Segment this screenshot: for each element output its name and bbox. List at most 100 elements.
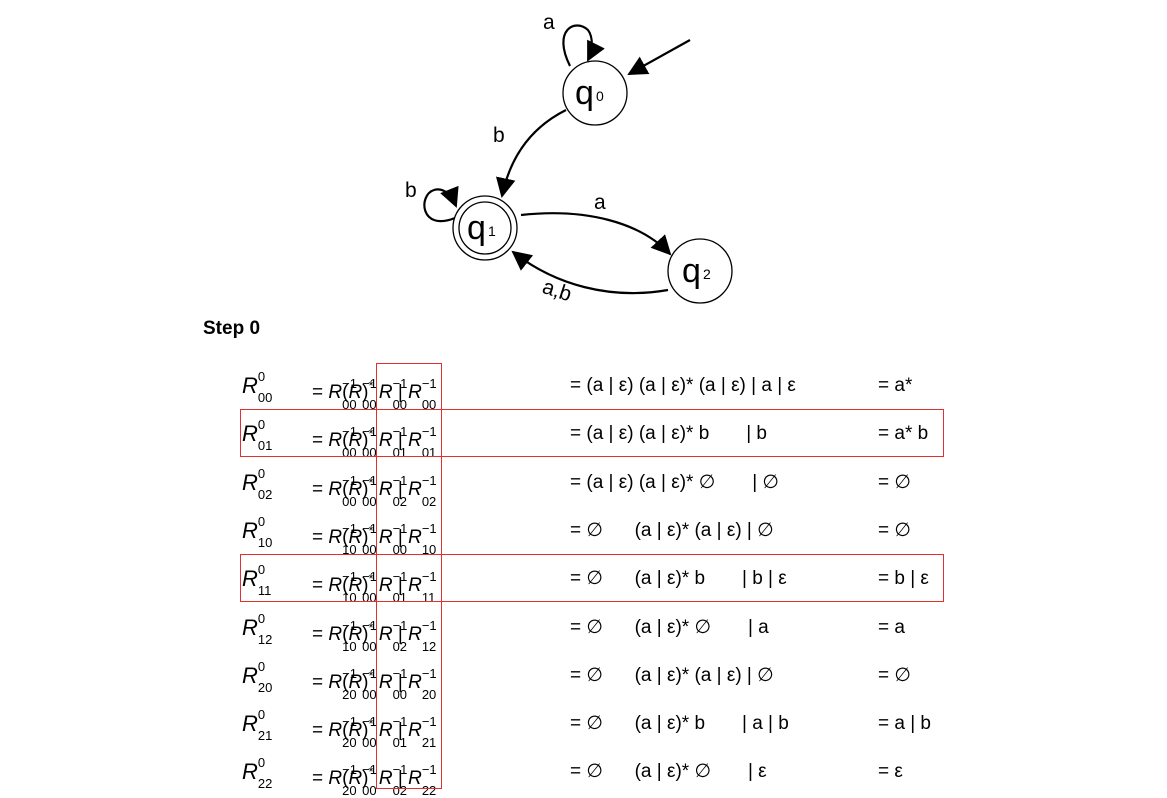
result: = ∅ — [878, 664, 911, 686]
label-q0-loop: a — [543, 11, 555, 34]
highlight-row-11-box — [240, 554, 944, 602]
label-q1-loop: b — [405, 179, 417, 202]
result: = ∅ — [878, 471, 911, 493]
label-q1-q2: a — [594, 191, 606, 214]
expansion: = (a | ε) (a | ε)* ∅ | ∅ — [570, 471, 779, 493]
expansion: = ∅ (a | ε)* b | b | ε — [570, 568, 787, 590]
expansion: = ∅ (a | ε)* ∅ | a — [570, 616, 769, 638]
expansion: = ∅ (a | ε)* b | a | b — [570, 713, 789, 735]
highlight-column-box — [376, 363, 442, 789]
edge-q0-loop — [562, 24, 605, 67]
expansion: = ∅ (a | ε)* (a | ε) | ∅ — [570, 519, 774, 541]
label-q2-q1: a,b — [540, 275, 575, 306]
state-q1-sub: 1 — [488, 223, 496, 239]
highlight-row-01-box — [240, 409, 944, 457]
state-q2: q 2 — [667, 238, 733, 304]
step-title: Step 0 — [203, 318, 261, 339]
expansion: = (a | ε) (a | ε)* b | b — [570, 423, 767, 445]
result: = a | b — [878, 713, 932, 735]
result: = a — [878, 616, 905, 638]
dfa-diagram: q 0 q 1 q 2 a b b a a,b — [405, 11, 733, 306]
state-q0: q 0 — [562, 60, 628, 126]
edge-q1-q2 — [520, 212, 672, 256]
result: = ∅ — [878, 519, 911, 541]
start-arrow — [627, 39, 691, 75]
state-q1-name: q — [467, 209, 486, 247]
result: = a* — [878, 375, 913, 396]
state-q0-name: q — [575, 74, 594, 112]
state-q1: q 1 — [452, 195, 518, 261]
edge-q0-q1 — [495, 109, 567, 198]
state-q0-sub: 0 — [596, 88, 604, 104]
result: = ε — [878, 761, 903, 783]
edge-q2-q1 — [511, 250, 669, 295]
result: = a* b — [878, 423, 929, 445]
result: = b | ε — [878, 568, 929, 590]
expansion: = ∅ (a | ε)* ∅ | ε — [570, 761, 767, 783]
edge-q1-loop — [423, 185, 459, 223]
state-q2-name: q — [682, 252, 701, 290]
expansion: = ∅ (a | ε)* (a | ε) | ∅ — [570, 664, 774, 686]
state-q2-sub: 2 — [703, 266, 711, 282]
